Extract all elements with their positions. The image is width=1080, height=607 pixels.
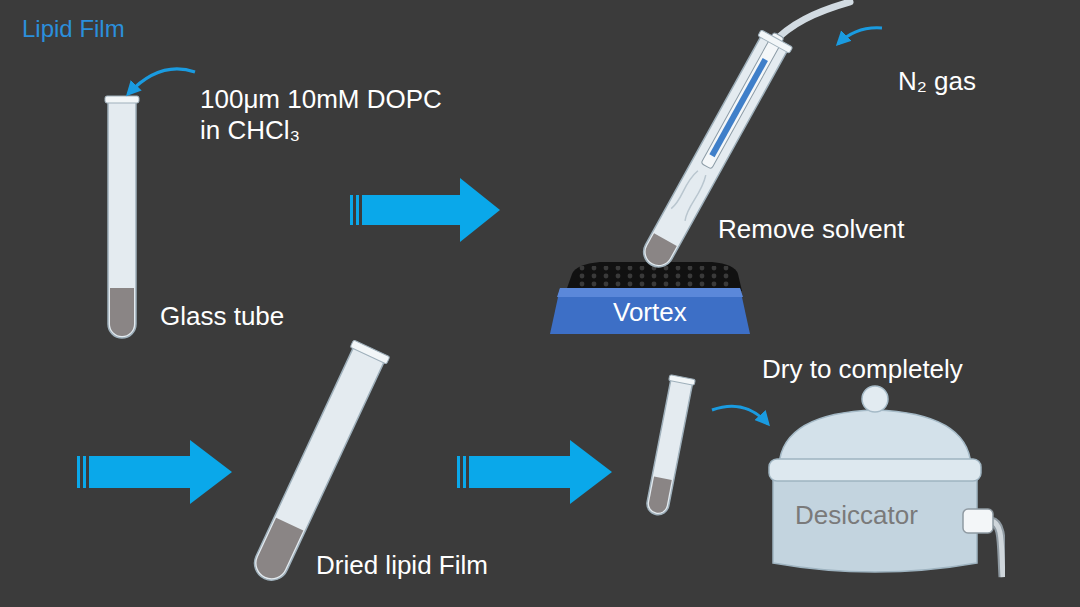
curved-arrow [712, 406, 768, 424]
desiccator: Desiccator [765, 383, 1005, 578]
glass-tube [246, 340, 390, 587]
gas-hose [772, 2, 850, 44]
desiccator-outline [765, 383, 1005, 578]
node-text: Desiccator [795, 500, 918, 531]
step-arrow [77, 440, 232, 504]
step-label: Dry to completely [762, 354, 963, 385]
vortex-base: Vortex [550, 288, 750, 334]
vortex-shape [550, 288, 750, 334]
rack-holes [576, 266, 734, 288]
gas-label: N₂ gas [898, 66, 976, 97]
part-label: Dried lipid Film [316, 550, 488, 581]
outlet [963, 509, 993, 533]
node-text: Vortex [613, 297, 687, 328]
reagent-note: 100μm 10mM DOPC in CHCl₃ [200, 84, 456, 146]
curved-arrow [838, 28, 882, 44]
part-label: Glass tube [160, 301, 284, 332]
step-label: Remove solvent [718, 214, 904, 245]
diagram-title: Lipid Film [22, 15, 125, 44]
step-arrow [457, 440, 612, 504]
desiccator-dome [779, 410, 971, 465]
step-arrow [350, 178, 500, 242]
glass-tube [105, 96, 139, 338]
desiccator-rim [769, 459, 981, 481]
desiccator-body [773, 479, 977, 572]
glass-tube [643, 375, 695, 517]
vortex-top [557, 288, 743, 297]
curved-arrow [128, 69, 195, 94]
desiccator-knob [862, 386, 888, 412]
